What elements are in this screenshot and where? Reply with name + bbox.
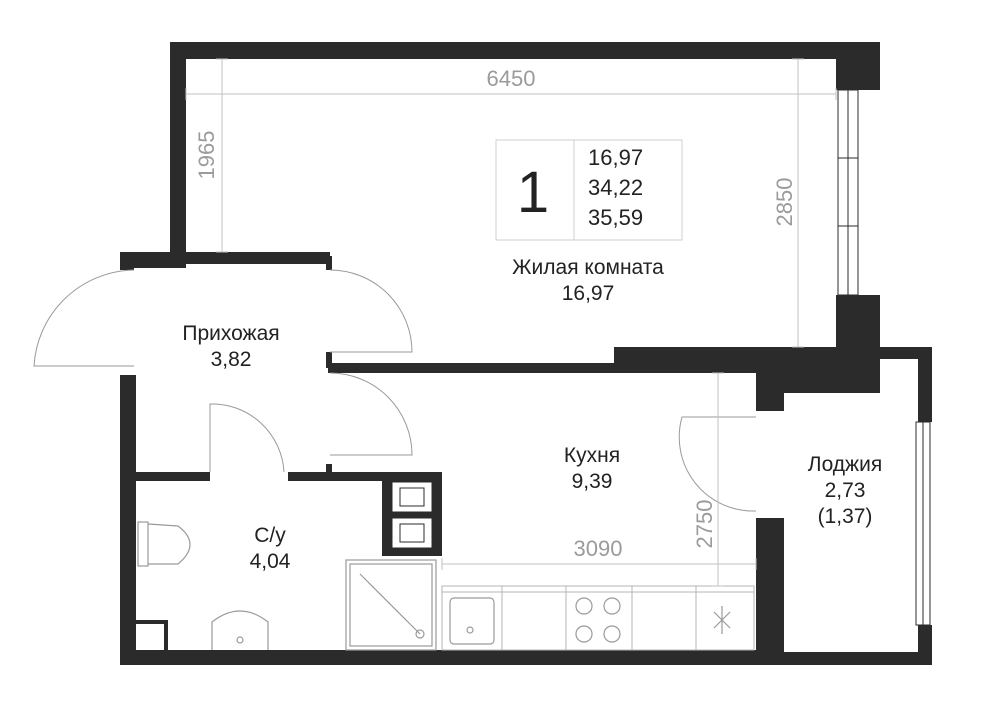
ventilation-icon [713, 606, 731, 634]
living-room-area: 16,97 [562, 282, 615, 305]
door-entrance [33, 269, 135, 367]
bathroom-name: С/у [254, 524, 286, 547]
dim-top-width: 6450 [487, 66, 536, 91]
wall-loggia-bottom [756, 652, 932, 665]
wall-kitchen-top-stub [326, 352, 332, 368]
wall-hall-top [170, 252, 330, 264]
dim-kitchen-width: 3090 [574, 536, 623, 561]
wall-bath-corner [136, 620, 168, 624]
door-loggia [678, 416, 757, 512]
wall-kitchen-top-thick [614, 347, 756, 373]
wall-top [170, 42, 880, 59]
toilet-icon [137, 521, 191, 567]
wall-loggia-right-top [918, 347, 932, 422]
wall-kitchen-loggia [756, 518, 784, 665]
wall-living-left [170, 42, 186, 268]
wall-left-lower [120, 375, 136, 665]
hall-name: Прихожая [182, 322, 279, 345]
shower-icon [345, 559, 437, 651]
wall-right-pier [836, 295, 880, 349]
door-kitchen [329, 372, 413, 456]
dim-left-depth: 1965 [194, 131, 219, 180]
kitchen-name: Кухня [564, 444, 620, 467]
door-living [329, 269, 413, 353]
wall-bath-top-left [136, 472, 210, 481]
loggia-area-reduced: (1,37) [818, 505, 873, 528]
door-bathroom [209, 403, 285, 473]
walls [120, 42, 932, 665]
shaft-hole-2 [391, 517, 433, 549]
wall-kitchen-top [328, 363, 756, 373]
legend-area-total: 34,22 [588, 175, 643, 200]
doors [33, 269, 757, 512]
room-labels: Жилая комната 16,97 Прихожая 3,82 Кухня … [182, 256, 882, 573]
apartment-legend: 1 16,97 34,22 35,59 [495, 139, 683, 241]
kitchen-counter [441, 585, 755, 651]
windows [837, 89, 931, 626]
wall-bath-top-stub [326, 464, 332, 476]
wall-loggia-pier-left [756, 347, 784, 411]
fixtures [137, 521, 755, 651]
stove-icon [575, 597, 621, 643]
wall-left-upper-stub [120, 252, 134, 270]
legend-area-living: 16,97 [588, 145, 643, 170]
kitchen-area: 9,39 [572, 470, 613, 493]
living-room-name: Жилая комната [512, 256, 664, 279]
wall-bottom [120, 650, 784, 665]
rooms-count: 1 [517, 160, 549, 225]
loggia-area: 2,73 [825, 479, 866, 502]
sink-icon [449, 597, 495, 645]
dim-right-depth: 2850 [772, 178, 797, 227]
wall-hall-top-stub [326, 256, 332, 270]
wall-right-top [836, 42, 880, 90]
legend-area-full: 35,59 [588, 205, 643, 230]
legend-frame [495, 139, 683, 241]
washbasin-icon [211, 610, 269, 650]
wall-hall-top-left [120, 252, 186, 268]
shaft-hole-1 [391, 481, 433, 513]
hall-area: 3,82 [211, 348, 252, 371]
wall-bath-top-right [288, 472, 442, 481]
loggia-name: Лоджия [808, 453, 882, 476]
dim-kitchen-depth: 2750 [692, 500, 717, 549]
bathroom-area: 4,04 [250, 550, 291, 573]
dimensions: 6450 1965 2850 3090 2750 [185, 58, 837, 587]
